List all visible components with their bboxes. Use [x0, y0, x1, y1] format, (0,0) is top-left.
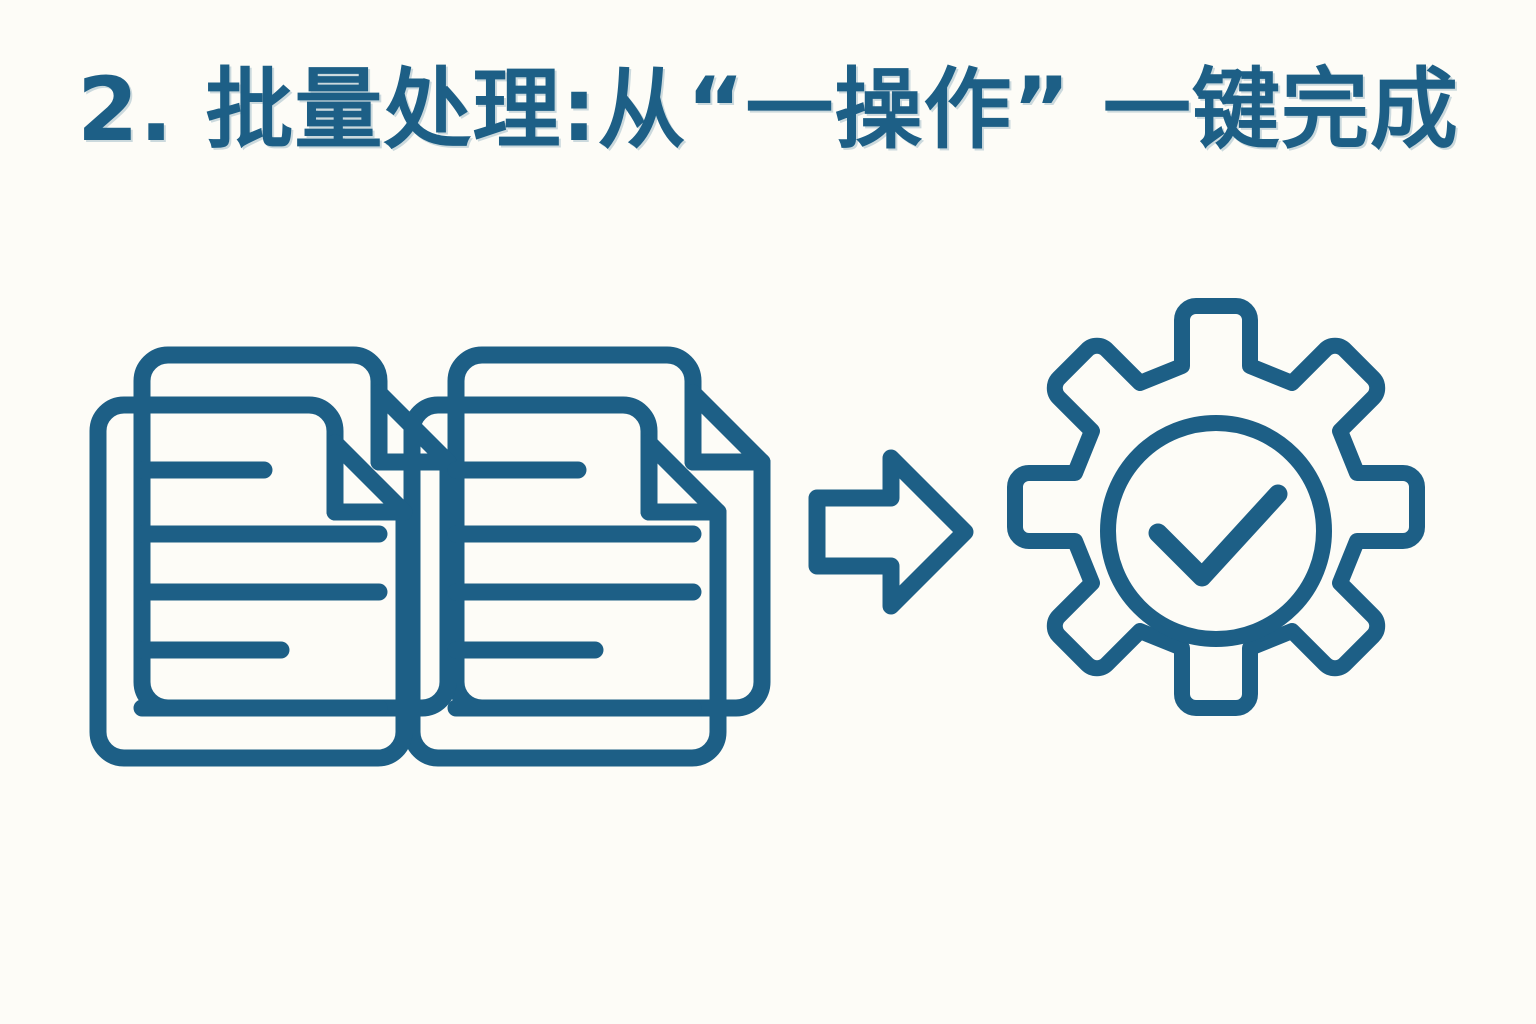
document-2-back-sheet: [447, 346, 771, 717]
illustration-row: [0, 262, 1536, 782]
page-title: 2. 批量处理:从“一操作” 一键完成: [77, 58, 1459, 161]
document-2-text-lines: [447, 461, 702, 717]
page-title-block: 2. 批量处理:从“一操作” 一键完成: [0, 62, 1536, 157]
checkmark-icon: [1148, 484, 1288, 587]
gear-outline: [1007, 298, 1425, 716]
documents-icon: [70, 262, 790, 782]
document-1-front-page: [89, 396, 413, 767]
gear-inner-circle: [1100, 415, 1332, 647]
document-2-front-page: [403, 396, 727, 767]
document-1-text-lines: [133, 461, 388, 717]
gear-check-icon: [990, 262, 1450, 782]
arrow-right-icon: [795, 262, 985, 782]
